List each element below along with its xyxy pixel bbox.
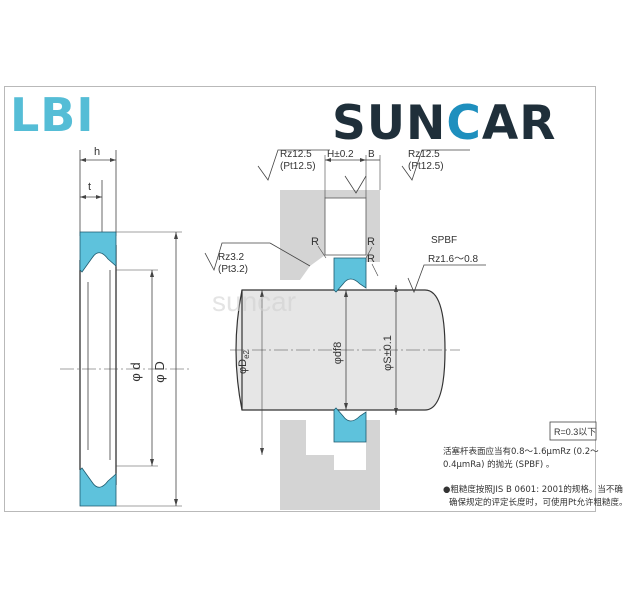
- note-line-4: 确保规定的评定长度时，可使用Pt允许粗糙度。: [449, 498, 627, 508]
- h-tolerance: H±0.2: [327, 149, 354, 160]
- suncar-logo-part1: SUN: [332, 96, 447, 151]
- radius-label-1: R: [311, 236, 319, 248]
- drawing-frame: [4, 86, 596, 512]
- dim-h-label: h: [94, 146, 100, 158]
- dim-t-label: t: [88, 181, 91, 193]
- seal-installed-top: [333, 257, 367, 293]
- radius-label-3: R: [367, 253, 375, 265]
- housing-upper-right: [365, 190, 380, 262]
- suncar-logo-part2: AR: [481, 96, 557, 151]
- watermark: suncar: [212, 286, 296, 317]
- spbf-label: SPBF: [431, 235, 457, 246]
- housing-upper-left: [280, 190, 325, 280]
- pt-left: (Pt3.2): [218, 264, 248, 275]
- radius-note: R=0.3以下: [554, 427, 596, 437]
- dim-df8-label: φdf8: [332, 342, 344, 364]
- seal-side-view: h t φ d: [60, 146, 190, 507]
- note-line-3: ●粗糙度按照JIS B 0601: 2001的规格。当不确: [443, 485, 623, 495]
- dim-d-label: φ d: [128, 362, 143, 381]
- rz-left: Rz3.2: [218, 252, 245, 263]
- pt-left-top: (Pt12.5): [280, 161, 316, 172]
- b-label: B: [368, 149, 375, 160]
- technical-drawing: h t φ d: [60, 146, 597, 510]
- dim-S-label: φS±0.1: [382, 335, 394, 371]
- note-line-1: 活塞杆表面应当有0.8～1.6μmRz (0.2～: [443, 447, 599, 457]
- note-line-2: 0.4μmRa) 的抛光 (SPBF) 。: [443, 460, 555, 470]
- dim-D-label: φ D: [152, 361, 167, 382]
- dim-De2-label: φDe2: [237, 349, 251, 374]
- rz-right-top: Rz12.5: [408, 149, 440, 160]
- suncar-logo: SUNCAR: [332, 96, 556, 151]
- suncar-logo-c: C: [446, 96, 482, 151]
- housing-lower-left: [280, 420, 334, 510]
- rz-spbf: Rz1.6～0.8: [428, 254, 478, 265]
- seal-profile-top: [79, 231, 117, 273]
- seal-profile-bottom: [79, 467, 117, 507]
- pt-right-top: (Pt12.5): [408, 161, 444, 172]
- radius-label-2: R: [367, 236, 375, 248]
- radius-note-box: [549, 421, 597, 441]
- installation-view: Rz12.5 (Pt12.5) Rz12.5 (Pt12.5) H±0.2 B …: [204, 149, 486, 510]
- rz-left-top: Rz12.5: [280, 149, 312, 160]
- housing-lower-right: [366, 420, 380, 510]
- seal-installed-bottom: [333, 407, 367, 443]
- drawing-canvas: LBI SUNCAR h t: [4, 86, 627, 512]
- lbi-logo: LBI: [10, 88, 95, 142]
